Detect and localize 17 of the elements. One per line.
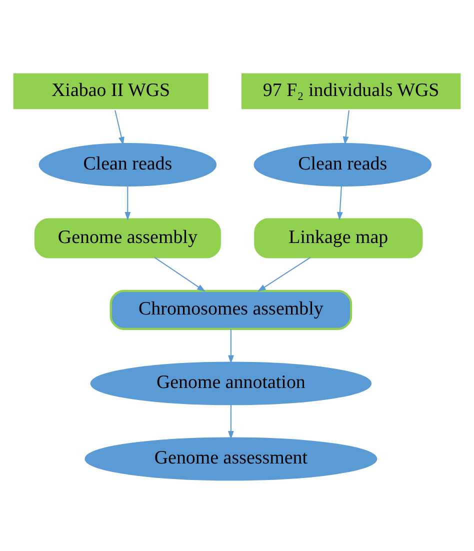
node-box: Genome assembly xyxy=(34,218,221,258)
arrow xyxy=(114,110,124,145)
node-ellipse: Clean reads xyxy=(38,142,217,186)
arrow xyxy=(154,256,206,292)
arrow xyxy=(342,110,350,144)
arrow xyxy=(228,404,234,439)
arrow xyxy=(124,185,131,220)
node-box: Linkage map xyxy=(254,218,423,258)
node-ellipse: Genome annotation xyxy=(90,361,372,405)
node-box: Chromosomes assembly xyxy=(110,289,352,330)
arrow xyxy=(228,328,234,364)
node-box: Xiabao II WGS xyxy=(11,70,210,111)
arrow xyxy=(336,185,343,220)
node-ellipse: Clean reads xyxy=(254,142,432,186)
node-box: 97 F₂ individuals WGS xyxy=(239,70,463,111)
node-ellipse: Genome assessment xyxy=(84,436,378,480)
arrow xyxy=(257,256,311,292)
